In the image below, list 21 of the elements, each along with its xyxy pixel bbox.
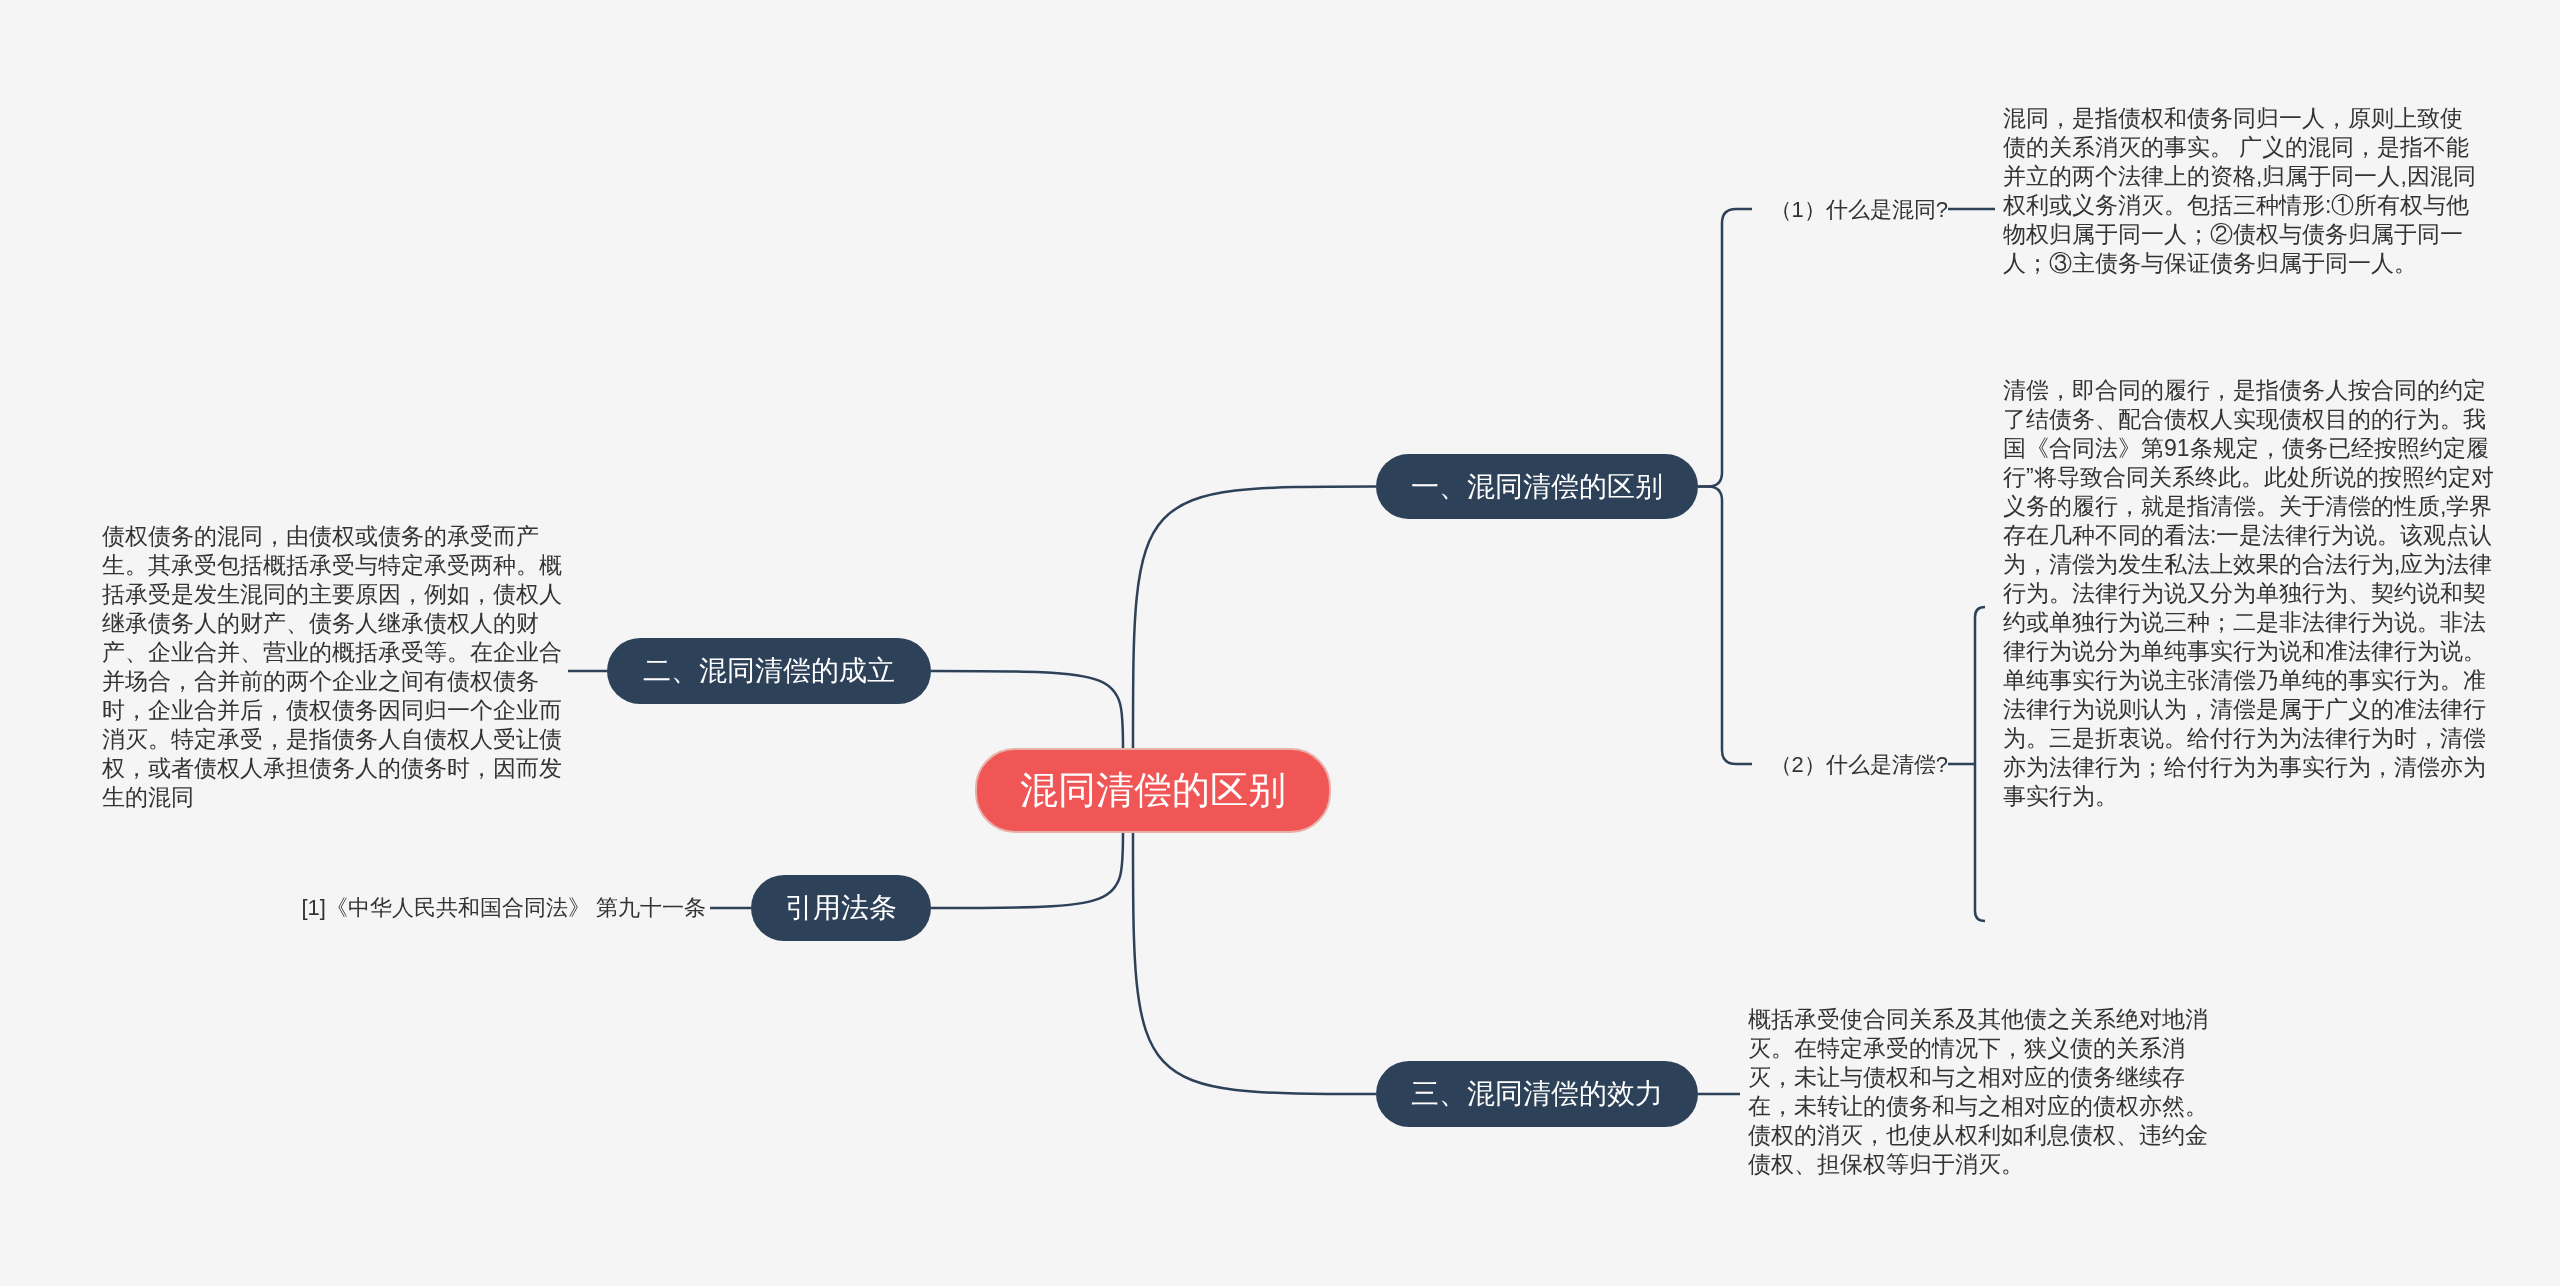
- branch-label: （2）什么是清偿?: [1752, 747, 1948, 781]
- central-topic: 混同清偿的区别: [975, 748, 1331, 833]
- note-text: 混同，是指债权和债务同归一人，原则上致使债的关系消灭的事实。 广义的混同，是指不能并立的两个法律上的资格,归属于同一人,因混同权利或义务消灭。包括三种情形:①所有权与他物权归属于同一人；②债权与债务归属于同一人；③主债务与保证债务归属于同一人。: [2003, 104, 2478, 278]
- topic-node: 一、混同清偿的区别: [1376, 454, 1698, 519]
- branch-label: （1）什么是混同?: [1752, 192, 1948, 226]
- connector-line: [1946, 605, 1987, 923]
- topic-node: 引用法条: [751, 875, 931, 941]
- branch-label: [1]《中华人民共和国合同法》 第九十一条: [276, 890, 706, 924]
- topic-node: 三、混同清偿的效力: [1376, 1061, 1698, 1127]
- note-text: 清偿，即合同的履行，是指债务人按合同的约定了结债务、配合债权人实现债权目的的行为。我国《合同法》第91条规定，债务已经按照约定履行”将导致合同关系终此。此处所说的按照约定对义务的履行，就是指清偿。关于清偿的性质,学界存在几种不同的看法:一是法律行为说。该观点认为，清偿为发生私法上效果的合法行为,应为法律行为。法律行为说又分为单独行为、契约说和契约或单独行为说三种；二是非法律行为说。非法律行为说分为单纯事实行为说和准法律行为说。单纯事实行为说主张清偿乃单纯的事实行为。准法律行为说则认为，清偿是属于广义的准法律行为。三是折衷说。给付行为为法律行为时，清偿亦为法律行为；给付行为为事实行为，清偿亦为事实行为。: [2003, 376, 2508, 811]
- connector-line: [1698, 1092, 1740, 1096]
- note-text: 概括承受使合同关系及其他债之关系绝对地消灭。在特定承受的情况下，狭义债的关系消灭，未让与债权和与之相对应的债务继续存在，未转让的债务和与之相对应的债权亦然。债权的消灭，也使从权利如利息债权、违约金债权、担保权等归于消灭。: [1748, 1005, 2210, 1179]
- connector-line: [1948, 207, 1995, 211]
- note-text: 债权债务的混同，由债权或债务的承受而产生。其承受包括概括承受与特定承受两种。概括承受是发生混同的主要原因，例如，债权人继承债务人的财产、债务人继承债权人的财产、企业合并、营业的概括承受等。在企业合并场合，合并前的两个企业之间有债权债务时，企业合并后，债权债务因同归一个企业而消灭。特定承受，是指债务人自债权人受让债权，或者债权人承担债务人的债务时，因而发生的混同: [102, 522, 564, 812]
- connector-line: [1131, 485, 1376, 748]
- connector-line: [568, 669, 607, 673]
- connector-line: [1131, 833, 1376, 1096]
- connector-line: [931, 669, 1125, 748]
- topic-node: 二、混同清偿的成立: [607, 638, 931, 704]
- connector-line: [931, 833, 1125, 910]
- connector-line: [710, 906, 751, 910]
